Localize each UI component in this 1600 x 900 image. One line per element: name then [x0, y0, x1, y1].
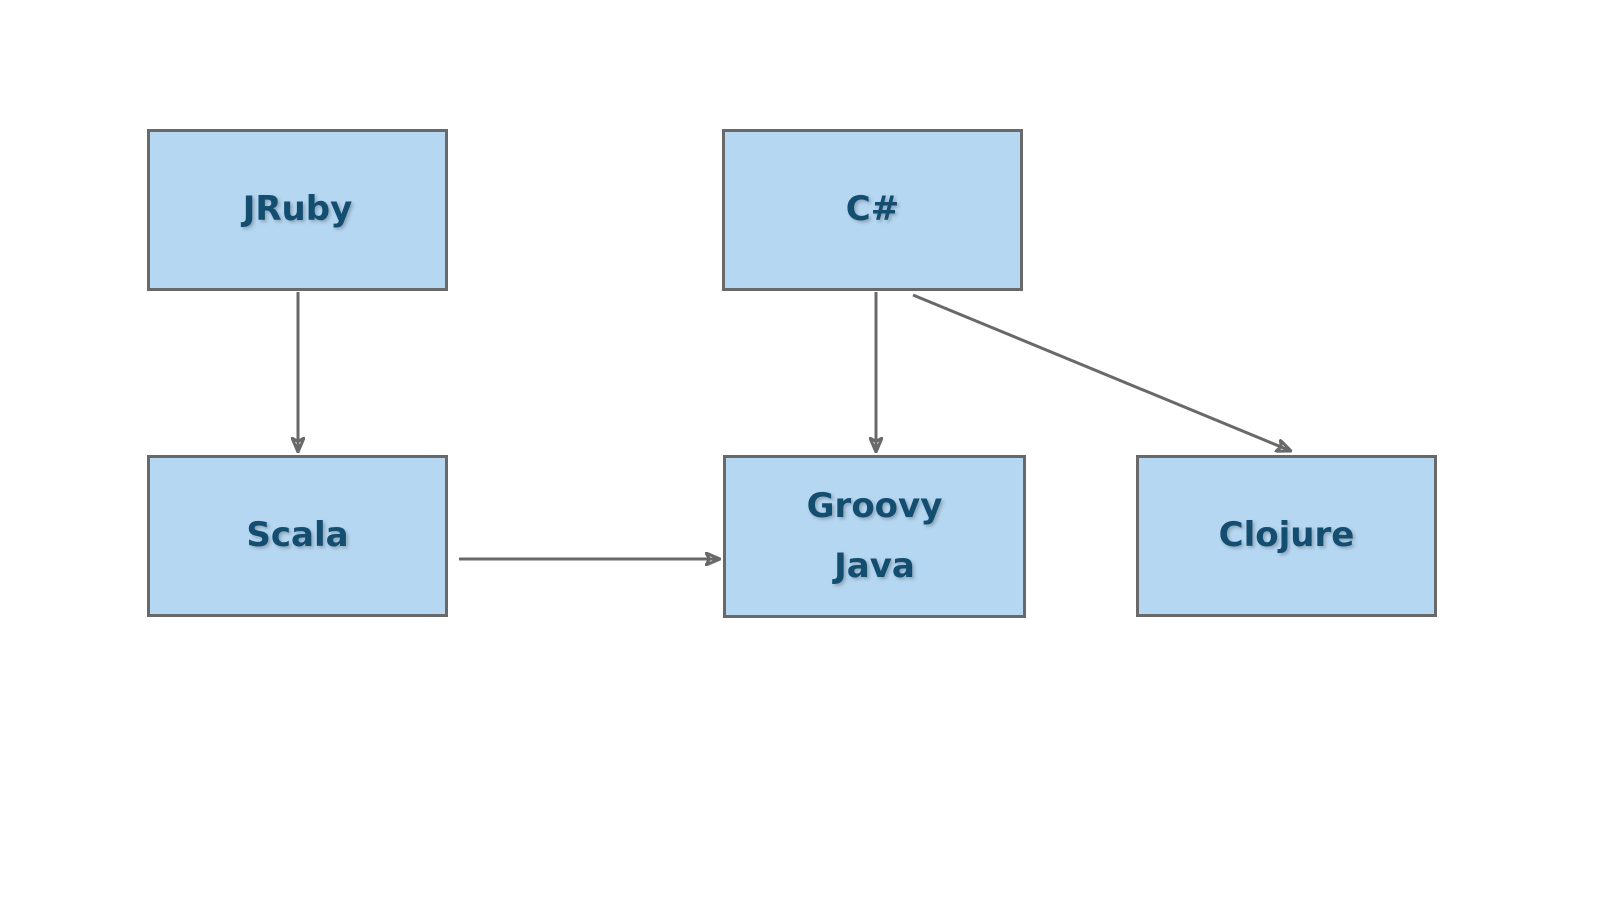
node-csharp: C#: [722, 129, 1023, 291]
node-jruby: JRuby: [147, 129, 448, 291]
node-csharp-label: C#: [845, 189, 900, 230]
node-scala: Scala: [147, 455, 448, 617]
node-groovy-java-label-line-2: Java: [834, 545, 915, 586]
node-scala-label: Scala: [246, 515, 349, 556]
node-clojure: Clojure: [1136, 455, 1437, 617]
node-groovy-java-label-line-1: Groovy: [806, 486, 943, 526]
edge-csharp-to-clojure: [912, 293, 1291, 451]
node-clojure-label: Clojure: [1218, 515, 1355, 556]
node-groovy-java: Groovy Java: [723, 455, 1026, 618]
node-jruby-label: JRuby: [242, 189, 353, 230]
